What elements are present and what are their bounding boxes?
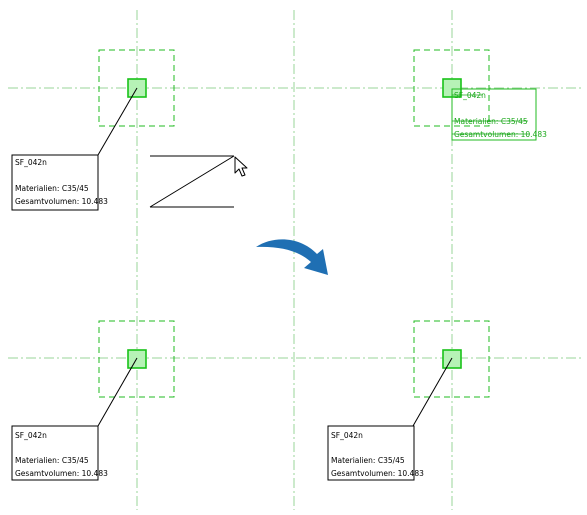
tag-name: SF_042n <box>15 158 47 167</box>
leader-line-bottom-right <box>412 357 453 427</box>
tag-bottom-left[interactable]: SF_042n Materialien: C35/45 Gesamtvolume… <box>11 425 108 481</box>
footing-outline-bottom-left[interactable] <box>98 320 175 398</box>
tag-box-bottom-left <box>11 425 99 481</box>
footings <box>98 49 490 398</box>
tag-bottom-right[interactable]: SF_042n Materialien: C35/45 Gesamtvolume… <box>327 425 424 481</box>
tag-volume: Gesamtvolumen: 10.483 <box>15 469 108 478</box>
curved-arrow-icon <box>256 239 328 275</box>
tag-volume: Gesamtvolumen: 10.483 <box>15 197 108 206</box>
tag-top-left[interactable]: SF_042n Materialien: C35/45 Gesamtvolume… <box>11 154 108 211</box>
tag-material: Materialien: C35/45 <box>15 184 89 193</box>
tag-name: SF_042n <box>15 431 47 440</box>
tag-volume: Gesamtvolumen: 10.483 <box>331 469 424 478</box>
leader-line-top-left <box>97 87 138 156</box>
drag-gesture-path <box>149 155 235 208</box>
tag-material: Materialien: C35/45 <box>15 456 89 465</box>
tag-top-right[interactable]: SF_042n Materialien: C35/45 Gesamtvolume… <box>451 88 547 141</box>
tag-material: Materialien: C35/45 <box>331 456 405 465</box>
tag-box-top-right <box>451 88 537 141</box>
tag-box-bottom-right <box>327 425 415 481</box>
tag-material: Materialien: C35/45 <box>454 117 528 126</box>
drag-path-diagonal <box>149 155 235 208</box>
tag-name: SF_042n <box>454 91 486 100</box>
tag-volume: Gesamtvolumen: 10.483 <box>454 130 547 139</box>
footing-outline-top-left[interactable] <box>98 49 175 127</box>
footing-outline-top-right[interactable] <box>413 49 490 127</box>
tag-box-top-left <box>11 154 99 211</box>
mouse-pointer-icon <box>234 156 248 177</box>
leader-lines <box>97 87 453 427</box>
leader-line-bottom-left <box>97 357 138 427</box>
grid-lines <box>8 10 582 510</box>
footing-outline-bottom-right[interactable] <box>413 320 490 398</box>
tag-name: SF_042n <box>331 431 363 440</box>
